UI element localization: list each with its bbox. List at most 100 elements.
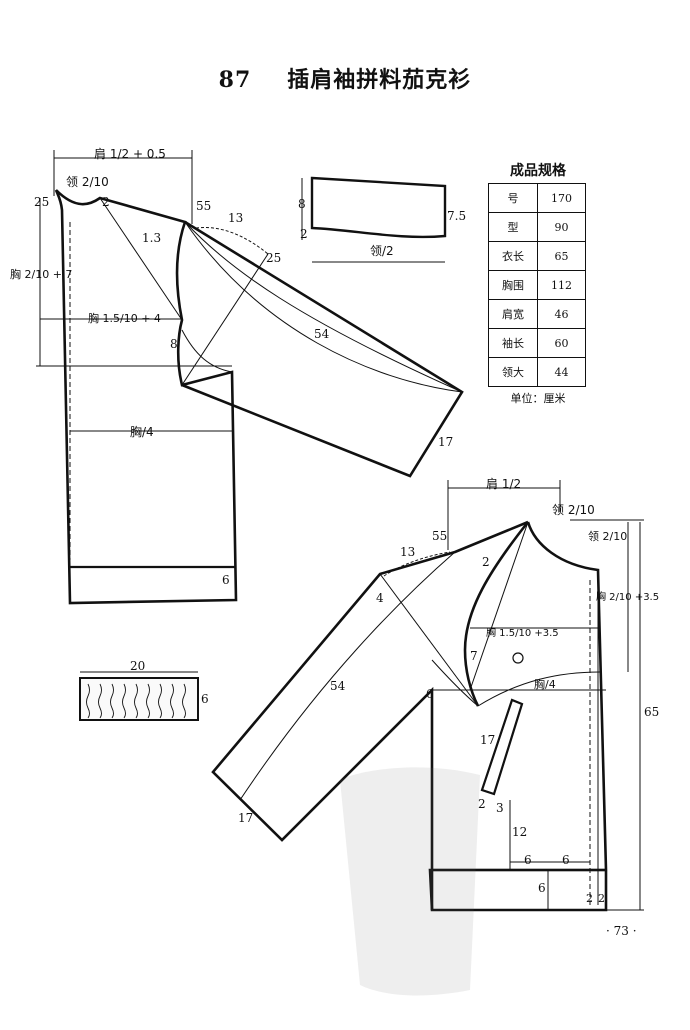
front-button-mark <box>512 652 524 664</box>
dim-label: 12 <box>512 825 527 839</box>
back-side-label: 胸 2/10 + 7 <box>10 267 72 281</box>
spec-label: 袖长 <box>488 328 538 358</box>
front-raglan-line <box>463 521 530 707</box>
back-underarm-curve <box>181 329 233 373</box>
dim-label: 2 <box>102 195 110 209</box>
dim-label: 2 <box>482 555 490 569</box>
dim-label: 6 <box>222 573 230 587</box>
cuff-outline <box>79 677 199 721</box>
dim-label: 54 <box>330 679 346 693</box>
spec-caption: 成品规格 <box>510 163 566 179</box>
cuff-piece: 20 6 <box>79 659 209 721</box>
spec-value: 90 <box>537 212 586 242</box>
dim-label: 17 <box>480 733 495 747</box>
front-outline <box>428 521 608 912</box>
dim-label: 2 <box>586 892 593 905</box>
dim-label: 2 <box>300 227 308 241</box>
back-piece <box>36 150 464 605</box>
collar-piece: 8 7.5 2 领/2 <box>298 176 466 263</box>
dim-label: 55 <box>196 199 211 213</box>
dim-label: 6 <box>201 692 209 706</box>
page-number: · 73 · <box>606 924 637 938</box>
back-labels: 肩 1/2 + 0.5 领 2/10 胸 2/10 + 7 胸 1.5/10 +… <box>10 146 453 587</box>
back-outline <box>54 189 238 605</box>
dim-label: 6 <box>524 853 532 867</box>
front-labels: 肩 1/2 领 2/10 领 2/10 胸 2/10 +3.5 胸 1.5/10… <box>238 476 659 905</box>
dim-label: 65 <box>644 705 659 719</box>
back-neck-label: 领 2/10 <box>66 175 109 189</box>
dim-label: 8 <box>298 197 306 211</box>
dim-label: 2 <box>598 892 605 905</box>
dim-label: 6 <box>538 881 546 895</box>
front-pocket-welt <box>480 698 524 796</box>
spec-label: 号 <box>488 183 538 213</box>
spec-value: 65 <box>537 241 586 271</box>
spec-label: 领大 <box>488 357 538 387</box>
dim-label: 7 <box>470 649 478 663</box>
back-raglan-guide <box>99 197 183 321</box>
front-neck-right-label: 领 2/10 <box>588 530 627 543</box>
dim-label: 1.3 <box>142 231 161 245</box>
dim-label: 55 <box>432 529 447 543</box>
front-underarm-curve <box>431 659 479 707</box>
collar-length-label: 领/2 <box>370 244 394 258</box>
dim-label: 3 <box>496 801 504 815</box>
watermark-seal <box>340 767 480 996</box>
front-sleeve-curve <box>239 551 456 801</box>
dim-label: 17 <box>438 435 453 449</box>
front-neck-label: 领 2/10 <box>552 503 595 517</box>
back-chest-label: 胸 1.5/10 + 4 <box>88 311 161 325</box>
front-quarter-label: 胸/4 <box>534 677 556 691</box>
spec-value: 170 <box>537 183 586 213</box>
dim-label: 2 <box>478 797 486 811</box>
watermark-shape <box>340 767 480 996</box>
front-shoulder-label: 肩 1/2 <box>486 476 521 491</box>
dim-label: 6 <box>426 687 434 701</box>
spec-label: 肩宽 <box>488 299 538 329</box>
back-shoulder-label: 肩 1/2 + 0.5 <box>94 146 166 161</box>
dim-label: 25 <box>266 251 281 265</box>
spec-value: 44 <box>537 357 586 387</box>
front-side-label: 胸 2/10 +3.5 <box>596 590 659 603</box>
spec-unit: 单位：厘米 <box>510 392 566 405</box>
back-sleeve-curve <box>184 221 463 393</box>
front-piece <box>211 480 644 912</box>
back-sleeve-centerline <box>184 221 463 393</box>
page-title: 87 插肩袖拼料茄克衫 <box>0 62 690 94</box>
dim-label: 7.5 <box>447 209 466 223</box>
dim-label: 4 <box>376 591 384 605</box>
front-raglan-guide <box>469 521 529 691</box>
figure-number: 87 <box>218 67 252 93</box>
front-sleeve-cap-dash <box>383 551 451 577</box>
back-sleeve-cap-dash <box>195 226 269 255</box>
dim-label: 54 <box>314 327 330 341</box>
front-sleeve-guide <box>379 573 479 707</box>
spec-value: 112 <box>537 270 586 300</box>
back-quarter-label: 胸/4 <box>130 424 154 439</box>
dim-label: 6 <box>562 853 570 867</box>
front-side-curve <box>477 671 601 707</box>
dim-label: 13 <box>228 211 243 225</box>
dim-label: 8 <box>170 337 178 351</box>
back-sleeve-outline <box>181 220 464 478</box>
back-sleeve-guide <box>181 253 269 386</box>
dim-label: 25 <box>34 195 49 209</box>
dim-label: 13 <box>400 545 415 559</box>
front-chest-label: 胸 1.5/10 +3.5 <box>486 626 559 639</box>
spec-value: 60 <box>537 328 586 358</box>
dim-label: 17 <box>238 811 253 825</box>
collar-outline <box>310 176 447 239</box>
cuff-rib-texture <box>86 683 186 719</box>
spec-label: 衣长 <box>488 241 538 271</box>
figure-title: 插肩袖拼料茄克衫 <box>287 68 472 93</box>
